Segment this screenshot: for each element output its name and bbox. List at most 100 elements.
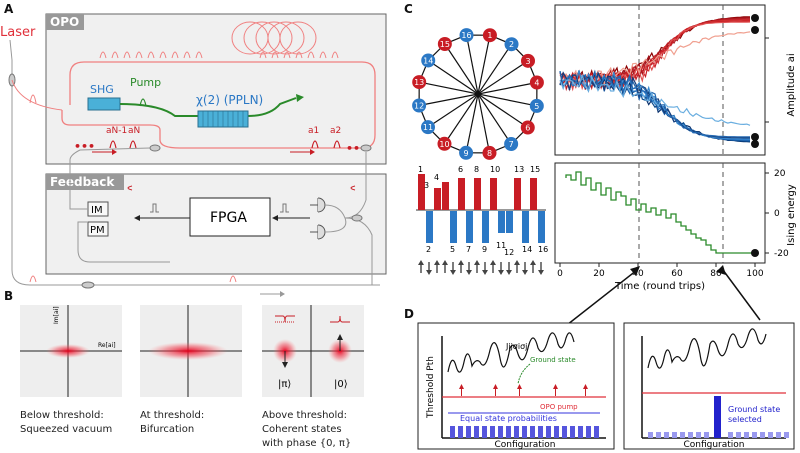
phase-space-below: Im[ai] Re[ai] [20,305,122,397]
pm-block [87,221,109,237]
arrow-to-d-right [722,269,761,321]
graph-node [412,98,427,113]
feedback-pulse-right [350,185,356,191]
graph-node [482,28,497,43]
graph-node [482,145,497,160]
landscape-left: Threshold Pth OPO pump Jijσiσj Ground st… [417,322,615,450]
pi-state-label: |π⟩ [278,379,291,390]
bar-label-down: 14 [522,245,532,254]
state-prob-bar [578,426,583,438]
caption-2a: At threshold: [140,410,204,421]
graph-node-label: 2 [509,40,514,49]
time-xtick: 60 [671,269,683,279]
bar-label-up: 6 [458,165,463,174]
opo-box: OPO SHG Pump χ(2) (PPLN) [45,13,387,165]
selected-label-1: Ground state [728,405,780,414]
spin-down-bar [506,211,513,233]
rf-pulse-left [150,203,159,213]
state-prob-bar [482,426,487,438]
fpga-block [189,197,271,237]
spin-down-bar [498,211,505,233]
graph-node [529,75,544,90]
feedback-pulse-left [127,185,133,191]
state-prob-bar [546,426,551,438]
graph-node-label: 6 [525,124,530,133]
pump-label: Pump [130,76,161,89]
time-xtick: 100 [746,269,763,279]
state-prob-bar [752,432,757,438]
energy-trace [565,171,752,254]
pump-beam [119,103,198,117]
spin-up-bar [434,188,441,210]
pulse-label-aN-1: aN-1 [106,126,127,136]
bar-label-up: 3 [424,181,429,190]
config-label-right: Configuration [683,440,744,450]
caption-3a: Above threshold: [262,410,347,421]
spin-arrows [418,260,544,275]
equal-prob-label: Equal state probabilities [460,414,557,423]
graph-node-label: 9 [464,149,469,158]
final-state-dot [751,26,759,34]
caption-1a: Below threshold: [20,410,104,421]
bar-label-up: 1 [418,165,423,174]
coupler-right [360,144,372,152]
spin-down-bar [482,211,489,243]
state-prob-bar [680,432,685,438]
spin-down-bar [426,211,433,243]
state-prob-bar [688,432,693,438]
fiber-coil [231,21,317,55]
energy-end-dot [751,249,759,257]
bar-label-down: 11 [496,241,506,250]
graph-node-label: 13 [414,78,424,87]
laser-label: Laser [0,25,36,40]
spin-down-bar [466,211,473,243]
laser-line [9,39,380,286]
graph-node-label: 3 [525,57,530,66]
state-prob-bar [784,432,789,438]
bar-label-up: 10 [490,165,500,174]
amplitude-plot: Amplitude ai [554,4,797,156]
graph-node-label: 16 [461,31,471,40]
state-prob-bar [728,432,733,438]
graph-node-label: 11 [423,123,433,132]
graph-node-label: 15 [440,40,450,49]
coupler-left [149,144,161,152]
graph-node [520,120,535,135]
shg-label: SHG [90,83,114,96]
detectors [310,198,319,239]
caption-3c: with phase {0, π} [262,438,351,449]
time-xtick: 20 [593,269,605,279]
state-prob-bar [672,432,677,438]
state-prob-bar [514,426,519,438]
state-prob-bar [656,432,661,438]
threshold-ylabel: Threshold Pth [426,356,436,419]
feedback-box: Feedback IM PM FPGA [29,147,387,297]
time-xlabel: Time (round trips) [614,281,705,292]
state-prob-bar [490,426,495,438]
bar-label-up: 15 [530,165,540,174]
state-prob-bar [506,426,511,438]
state-prob-bar [562,426,567,438]
state-prob-bar [530,426,535,438]
state-prob-bar [704,432,709,438]
state-prob-bar [664,432,669,438]
spin-up-bar [458,178,465,210]
state-prob-bar [760,432,765,438]
bar-label-down: 7 [466,245,471,254]
energy-ytick: 20 [774,169,786,179]
amplitude-trace [559,20,750,90]
selected-label-2: selected [728,415,762,424]
panel-label-d: D [404,307,414,321]
state-prob-bar [466,426,471,438]
graph-node-label: 1 [487,31,492,40]
signal-pulses [109,140,341,149]
graph-node [459,28,474,43]
amplitude-trace [559,73,751,126]
crystal-label: χ(2) (PPLN) [196,93,263,107]
graph-node [437,136,452,151]
bar-label-up: 4 [434,173,439,182]
